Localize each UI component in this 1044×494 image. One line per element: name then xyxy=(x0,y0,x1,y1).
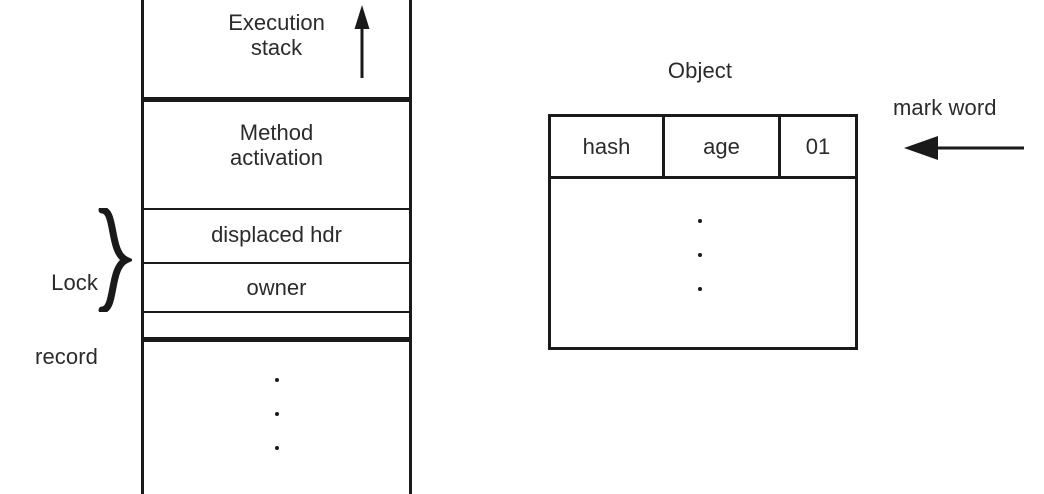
stack-ellipsis-dot-3 xyxy=(275,446,279,450)
execution-stack-column: Execution stack Method activation displa… xyxy=(141,0,412,494)
execution-stack-label-line1: Execution xyxy=(228,10,325,35)
object-ellipsis-dot-2 xyxy=(698,253,702,257)
lock-record-label-line2: record xyxy=(35,344,98,370)
object-cell-age: age xyxy=(665,117,781,176)
stack-divider-below-execution-stack xyxy=(141,97,412,102)
lock-record-label: Lock record xyxy=(0,222,98,419)
displaced-hdr-label: displaced hdr xyxy=(211,222,342,247)
object-ellipsis-dot-1 xyxy=(698,219,702,223)
curly-brace-icon xyxy=(98,208,132,312)
execution-stack-label: Execution stack xyxy=(141,10,412,61)
stack-ellipsis xyxy=(271,378,283,450)
object-body xyxy=(551,179,855,347)
object-ellipsis xyxy=(694,219,706,291)
stack-divider-below-displaced-hdr xyxy=(141,262,412,264)
object-cell-lock-bits: 01 xyxy=(805,133,831,159)
stack-left-border xyxy=(141,0,144,494)
stack-divider-below-owner xyxy=(141,311,412,313)
mark-word-label: mark word xyxy=(893,95,997,120)
owner-label: owner xyxy=(246,275,307,300)
stack-divider-below-empty-slot xyxy=(141,337,412,342)
stack-divider-below-method-activation xyxy=(141,208,412,210)
arrow-up-icon xyxy=(354,5,370,78)
stack-right-border xyxy=(409,0,412,494)
object-ellipsis-dot-3 xyxy=(698,287,702,291)
object-mark-word-row: hash age 01 xyxy=(551,117,855,179)
object-cell-hash: hash xyxy=(551,117,665,176)
execution-stack-label-line2: stack xyxy=(250,35,303,61)
method-activation-label-line2: activation xyxy=(230,145,323,171)
object-title: Object xyxy=(667,58,733,83)
stack-ellipsis-dot-2 xyxy=(275,412,279,416)
lock-record-label-line1: Lock xyxy=(51,270,98,296)
arrow-left-icon xyxy=(904,136,1024,160)
object-box: hash age 01 xyxy=(548,114,858,350)
method-activation-label-line1: Method xyxy=(239,120,314,145)
method-activation-label: Method activation xyxy=(141,120,412,171)
stack-ellipsis-dot-1 xyxy=(275,378,279,382)
